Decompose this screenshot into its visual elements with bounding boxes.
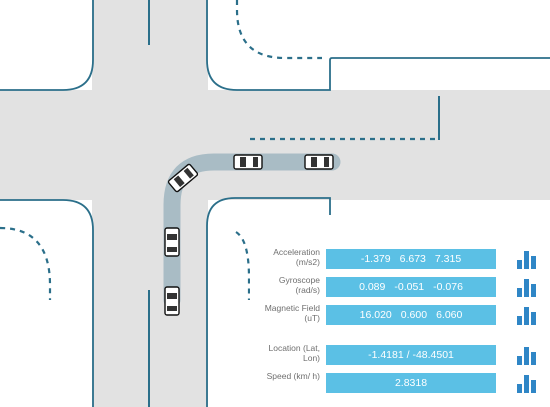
magnetic-values: 16.020 0.600 6.060 bbox=[326, 305, 496, 325]
magnetic-row: Magnetic Field (uT) 16.020 0.600 6.060 bbox=[250, 301, 550, 331]
location-label: Location (Lat, Lon) bbox=[268, 343, 320, 363]
lane-markings bbox=[148, 0, 440, 407]
bar-chart-icon[interactable] bbox=[516, 276, 538, 298]
car-icon bbox=[164, 227, 180, 257]
car-icon bbox=[233, 154, 263, 170]
magnetic-label: Magnetic Field (uT) bbox=[264, 303, 320, 323]
speed-label: Speed (km/ h) bbox=[266, 371, 320, 381]
sensor-panel: Acceleration (m/s2) -1.379 6.673 7.315 G… bbox=[250, 215, 550, 407]
location-row: Location (Lat, Lon) -1.4181 / -48.4501 bbox=[250, 341, 550, 371]
magnetic-x: 16.020 bbox=[359, 309, 392, 321]
location-value: -1.4181 / -48.4501 bbox=[326, 345, 496, 365]
bar-chart-icon[interactable] bbox=[516, 372, 538, 394]
bar-chart-icon[interactable] bbox=[516, 344, 538, 366]
car-icon bbox=[164, 286, 180, 316]
speed-value: 2.8318 bbox=[326, 373, 496, 393]
acceleration-x: -1.379 bbox=[360, 253, 391, 265]
acceleration-y: 6.673 bbox=[399, 253, 426, 265]
magnetic-z: 6.060 bbox=[436, 309, 463, 321]
speed-row: Speed (km/ h) 2.8318 bbox=[250, 369, 550, 399]
gyroscope-values: 0.089 -0.051 -0.076 bbox=[326, 277, 496, 297]
bar-chart-icon[interactable] bbox=[516, 248, 538, 270]
car-icon bbox=[304, 154, 334, 170]
bar-chart-icon[interactable] bbox=[516, 304, 538, 326]
gyroscope-row: Gyroscope (rad/s) 0.089 -0.051 -0.076 bbox=[250, 273, 550, 303]
gyroscope-x: 0.089 bbox=[359, 281, 386, 293]
acceleration-row: Acceleration (m/s2) -1.379 6.673 7.315 bbox=[250, 245, 550, 275]
gyroscope-z: -0.076 bbox=[433, 281, 463, 293]
acceleration-values: -1.379 6.673 7.315 bbox=[326, 249, 496, 269]
gyroscope-y: -0.051 bbox=[394, 281, 425, 293]
magnetic-y: 0.600 bbox=[400, 309, 428, 321]
car-icon bbox=[167, 163, 199, 193]
acceleration-z: 7.315 bbox=[434, 253, 462, 265]
dashed-markings bbox=[0, 0, 439, 300]
acceleration-label: Acceleration (m/s2) bbox=[273, 247, 320, 267]
gyroscope-label: Gyroscope (rad/s) bbox=[278, 275, 320, 295]
